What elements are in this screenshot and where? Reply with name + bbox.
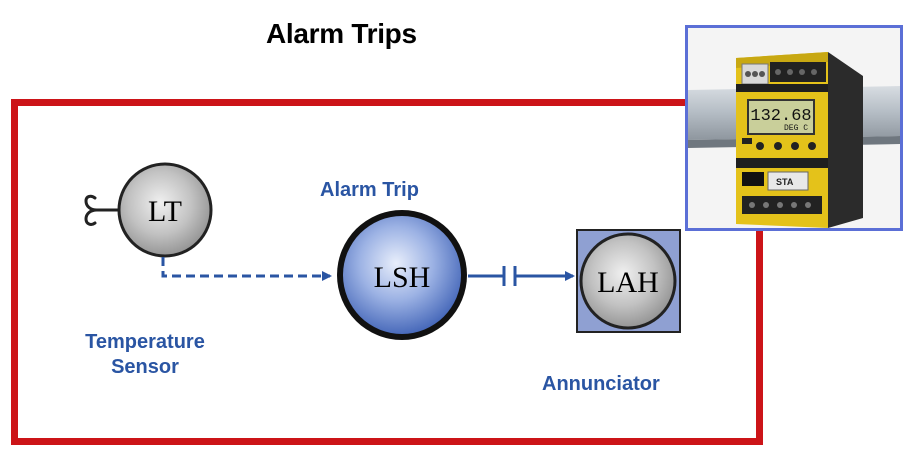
module-tag: STA <box>776 177 794 187</box>
sensor-label-line2: Sensor <box>111 356 179 378</box>
sensor-label-line1: Temperature <box>85 331 205 353</box>
lah-tag: LAH <box>597 266 659 299</box>
alarm-signal-line <box>468 266 575 286</box>
dashed-signal-line <box>161 257 332 281</box>
lsh-alarm-switch: LSH <box>337 210 467 340</box>
temperature-sensor-label: Temperature Sensor <box>70 330 220 380</box>
lt-tag: LT <box>148 195 182 228</box>
annunciator-label: Annunciator <box>542 373 660 395</box>
alarm-trip-label: Alarm Trip <box>320 179 419 201</box>
alarm-trip-device-photo: 132.68 DEG C STA <box>685 25 903 231</box>
lcd-unit: DEG C <box>784 124 808 133</box>
lcd-reading: 132.68 <box>750 107 811 126</box>
lt-transmitter: LT <box>117 162 213 258</box>
alarm-trip-device-image: 132.68 DEG C STA <box>688 52 900 228</box>
diagram-title: Alarm Trips <box>266 18 417 49</box>
alarm-loop-frame <box>11 99 763 445</box>
sensor-element-icon <box>84 194 122 226</box>
lsh-tag: LSH <box>374 261 431 294</box>
lah-annunciator: LAH <box>576 229 681 333</box>
